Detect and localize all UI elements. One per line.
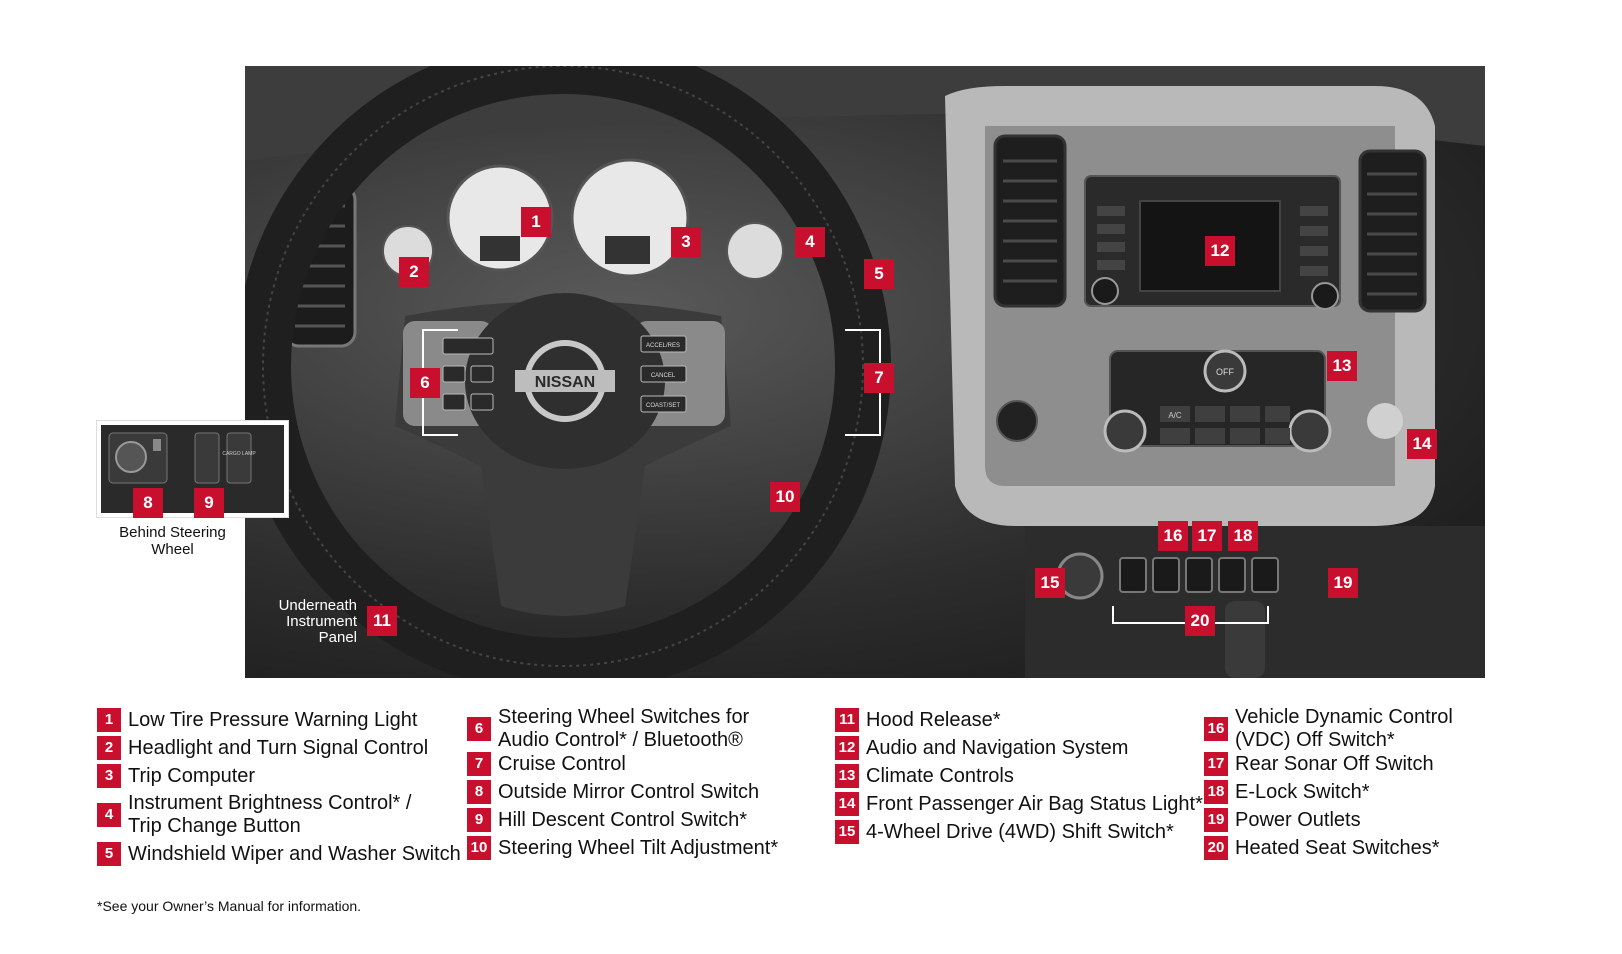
- callout-1: 1: [521, 207, 551, 237]
- legend-item-8: 8 Outside Mirror Control Switch: [467, 780, 759, 804]
- dashboard-illustration: OFF A/C: [245, 66, 1485, 678]
- center-left-vent: [993, 134, 1067, 308]
- legend-item-14: 14 Front Passenger Air Bag Status Light*: [835, 792, 1203, 816]
- inset-switches: CARGO LAMP: [108, 432, 256, 484]
- callout-13: 13: [1327, 351, 1357, 381]
- legend-item-15: 15 4-Wheel Drive (4WD) Shift Switch*: [835, 820, 1174, 844]
- behind-wheel-inset: CARGO LAMP 8 9: [97, 421, 288, 518]
- accel-res-label: ACCEL/RES: [646, 343, 680, 349]
- callout-16: 16: [1158, 521, 1188, 551]
- legend-item-9: 9 Hill Descent Control Switch*: [467, 808, 747, 832]
- cancel-label: CANCEL: [651, 373, 676, 379]
- callout-4: 4: [795, 227, 825, 257]
- callout-2: 2: [399, 257, 429, 287]
- legend-item-7: 7 Cruise Control: [467, 752, 626, 776]
- lower-switch-row: [1119, 557, 1279, 593]
- cargo-lamp-label: CARGO LAMP: [222, 451, 256, 457]
- callout-3: 3: [671, 227, 701, 257]
- airbag-status-light: [1367, 403, 1403, 439]
- legend-item-3: 3 Trip Computer: [97, 764, 255, 788]
- callout-9: 9: [194, 488, 224, 518]
- legend-item-12: 12 Audio and Navigation System: [835, 736, 1128, 760]
- climate-panel: OFF A/C: [1103, 349, 1332, 453]
- legend-item-16: 16 Vehicle Dynamic Control(VDC) Off Swit…: [1204, 706, 1453, 752]
- legend-item-2: 2 Headlight and Turn Signal Control: [97, 736, 428, 760]
- callout-19: 19: [1328, 568, 1358, 598]
- legend-item-19: 19 Power Outlets: [1204, 808, 1361, 832]
- callout-20: 20: [1185, 606, 1215, 636]
- legend-item-11: 11 Hood Release*: [835, 708, 1001, 732]
- hazard-button: [996, 400, 1038, 442]
- callout-18: 18: [1228, 521, 1258, 551]
- shifter: [1225, 601, 1265, 678]
- callout-8: 8: [133, 488, 163, 518]
- legend-item-4: 4 Instrument Brightness Control* /Trip C…: [97, 792, 411, 838]
- legend-item-1: 1 Low Tire Pressure Warning Light: [97, 708, 417, 732]
- legend-item-20: 20 Heated Seat Switches*: [1204, 836, 1440, 860]
- callout-10: 10: [770, 482, 800, 512]
- callout-6: 6: [410, 368, 440, 398]
- legend-item-17: 17 Rear Sonar Off Switch: [1204, 752, 1434, 776]
- underneath-panel-caption: Underneath Instrument Panel: [278, 597, 357, 646]
- legend-item-13: 13 Climate Controls: [835, 764, 1014, 788]
- legend-item-10: 10 Steering Wheel Tilt Adjustment*: [467, 836, 778, 860]
- callout-11: 11: [367, 606, 397, 636]
- legend-item-18: 18 E-Lock Switch*: [1204, 780, 1370, 804]
- climate-off-label: OFF: [1216, 367, 1234, 377]
- coast-set-label: COAST/SET: [646, 403, 680, 409]
- gauge-cluster: [382, 158, 784, 280]
- climate-ac-label: A/C: [1168, 411, 1182, 420]
- center-right-vent: [1358, 149, 1427, 313]
- footnote: *See your Owner’s Manual for information…: [97, 898, 362, 914]
- behind-wheel-caption: Behind Steering Wheel: [119, 524, 226, 558]
- dashboard-photo: OFF A/C: [245, 66, 1485, 678]
- callout-15: 15: [1035, 568, 1065, 598]
- callout-12: 12: [1205, 236, 1235, 266]
- callout-7: 7: [864, 363, 894, 393]
- steering-wheel: NISSAN ACCEL/RES CANCEL COAST/SET: [245, 66, 891, 678]
- callout-17: 17: [1192, 521, 1222, 551]
- callout-14: 14: [1407, 429, 1437, 459]
- nissan-logo: NISSAN: [535, 374, 595, 391]
- legend-item-5: 5 Windshield Wiper and Washer Switch: [97, 842, 461, 866]
- callout-5: 5: [864, 259, 894, 289]
